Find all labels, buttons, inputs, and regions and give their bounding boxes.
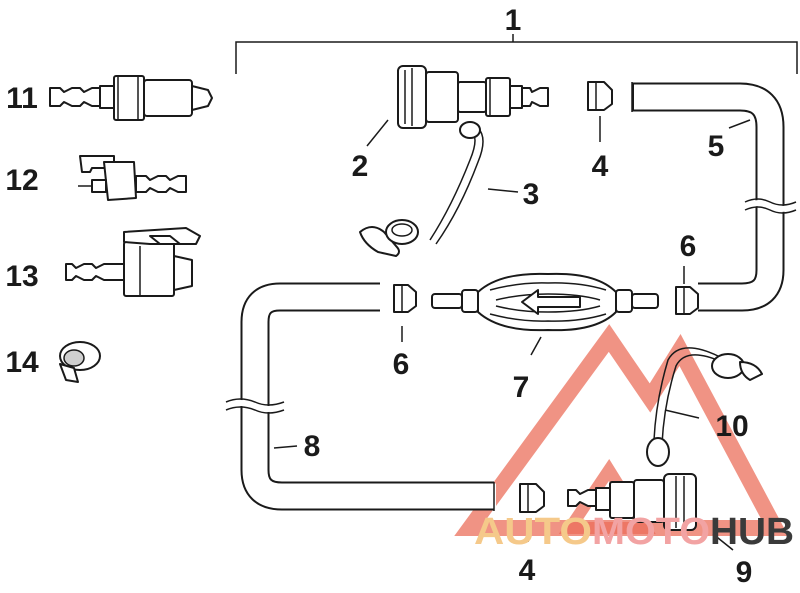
kit-bracket — [235, 34, 798, 74]
callout-11: 11 — [6, 82, 38, 115]
fuel-connector-tank — [567, 473, 697, 531]
callout-5: 5 — [708, 130, 725, 163]
callout-9: 9 — [736, 556, 753, 589]
hose-clamp-lower — [519, 483, 545, 513]
hose-clamp-upper — [587, 81, 613, 111]
dust-cap-tether-tank — [646, 347, 763, 467]
fitting-11 — [49, 75, 213, 121]
fitting-12 — [78, 155, 187, 201]
callout-10: 10 — [715, 410, 748, 443]
callout-7: 7 — [513, 371, 530, 404]
fuel-hose-upper — [631, 82, 797, 312]
primer-bulb — [431, 272, 659, 332]
dust-cap-tether — [359, 121, 484, 257]
fuel-hose-lower — [225, 282, 496, 511]
hose-clamp-right — [675, 286, 699, 315]
callout-6-right: 6 — [680, 230, 697, 263]
callout-numbers: 1 2 3 4 5 6 6 7 8 10 4 9 11 12 13 14 — [5, 4, 752, 589]
watermark-word-auto: AUTO — [474, 511, 592, 553]
callout-12: 12 — [5, 164, 38, 197]
callout-4-lower: 4 — [519, 554, 536, 587]
watermark-word-hub: HUB — [710, 511, 794, 553]
fitting-13 — [65, 227, 201, 297]
watermark-text: AUTO MOTO HUB — [474, 511, 794, 553]
callout-2: 2 — [352, 150, 369, 183]
callout-8: 8 — [304, 430, 321, 463]
hose-clamp-left — [393, 284, 417, 313]
watermark-word-moto: MOTO — [592, 511, 710, 553]
callout-3: 3 — [523, 178, 540, 211]
callout-1: 1 — [505, 4, 522, 37]
callout-4-upper: 4 — [592, 150, 609, 183]
callout-6-left: 6 — [393, 348, 410, 381]
hose-clip-14 — [59, 341, 101, 383]
callout-14: 14 — [5, 346, 39, 379]
fuel-connector-engine — [397, 65, 549, 129]
callout-13: 13 — [5, 260, 38, 293]
leader-lines — [273, 116, 751, 551]
